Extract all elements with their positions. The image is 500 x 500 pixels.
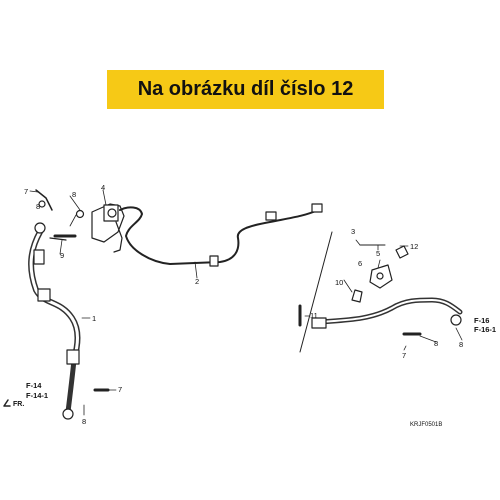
bracket-assembly [351,245,409,303]
bolts [53,234,422,392]
ref-f16-1: F-16-1 [474,325,496,334]
callout-7: 7 [402,351,406,360]
leader-lines [29,189,463,416]
front-arrow-label: FR. [13,401,24,408]
banner-text: Na obrázku díl číslo 12 [137,78,354,100]
callout-7: 7 [118,385,122,394]
callout-8: 8 [72,190,76,199]
ref-f14-1: F-14-1 [26,391,48,400]
ref-f14: F-14 [26,381,42,390]
callout-8: 8 [82,417,86,426]
callout-4: 4 [101,183,105,192]
callout-2: 2 [195,277,199,286]
callout-8: 8 [434,339,438,348]
diagram-code: KRJF0501B [410,422,442,428]
callout-8: 8 [36,202,40,211]
callout-3: 3 [351,227,355,236]
brake-hose-right [311,297,463,329]
callout-7: 7 [24,187,28,196]
callout-12: 12 [410,242,418,251]
callout-10: 10 [335,278,343,287]
callout-11: 11 [310,311,318,320]
master-cylinder [35,189,125,253]
callout-8: 8 [459,340,463,349]
callout-6: 6 [358,259,362,268]
callout-1: 1 [92,314,96,323]
ref-f16: F-16 [474,316,489,325]
brake-pipe [119,203,323,267]
brake-hose-left [28,222,81,420]
callout-5: 5 [376,249,380,258]
callout-9: 9 [60,251,64,260]
part-number-banner: Na obrázku díl číslo 12 [107,70,384,109]
